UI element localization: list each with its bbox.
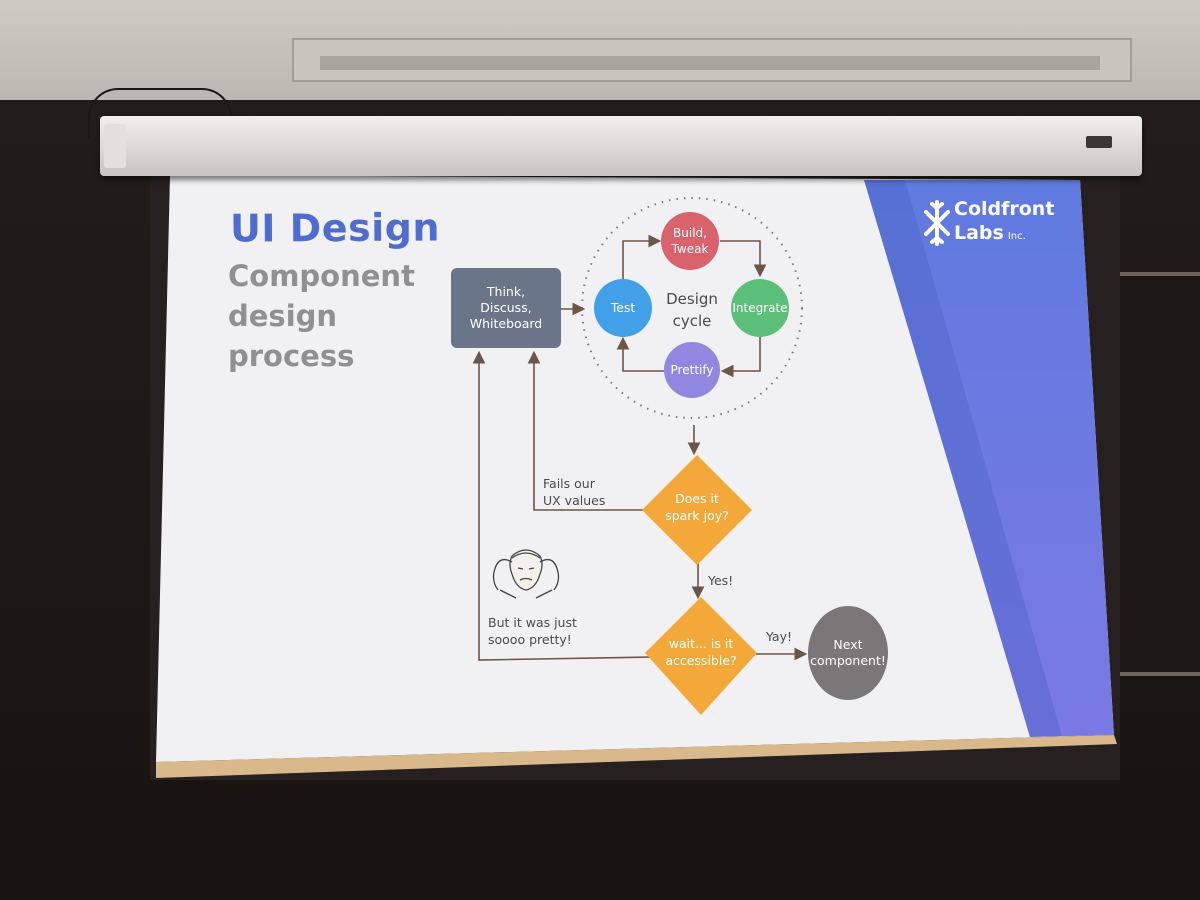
- frustrated-face-icon: [492, 549, 560, 599]
- decision2-diamond: [645, 597, 757, 715]
- blue-accent-panel: [864, 180, 1114, 737]
- logo-inc: Inc.: [1007, 231, 1026, 242]
- test-node: Test: [594, 279, 652, 337]
- arrow-fails-to-think: [527, 350, 652, 511]
- edge-label-fails: Fails our UX values: [543, 476, 606, 508]
- decision1-label: Does it spark joy?: [665, 491, 729, 523]
- edge-label-yes: Yes!: [708, 573, 734, 588]
- arrow-pretty-to-think: [472, 350, 656, 661]
- blue-accent-shade: [864, 180, 1062, 737]
- housing-latch: [1086, 136, 1112, 148]
- edge-label-yay: Yay!: [766, 629, 792, 644]
- build-tweak-node: Build, Tweak: [661, 212, 719, 270]
- think-discuss-box: Think, Discuss, Whiteboard: [451, 268, 561, 348]
- housing-end-cap: [104, 124, 126, 168]
- logo-labs: Labs: [954, 222, 1004, 244]
- next-component-node: Next component!: [808, 606, 888, 700]
- power-cable: [88, 88, 232, 138]
- integrate-node: Integrate: [731, 279, 789, 337]
- arrow-integrate-to-prettify: [720, 337, 761, 378]
- arrow-build-to-integrate: [720, 240, 767, 278]
- design-cycle-label: Design cycle: [666, 290, 718, 330]
- decision1-diamond: [642, 455, 752, 565]
- decision2-label: wait... is it accessible?: [665, 636, 737, 668]
- ceiling-vent-slot: [320, 56, 1100, 70]
- prettify-node: Prettify: [664, 342, 720, 398]
- snowflake-logo-icon: [924, 200, 950, 246]
- projector-screen-housing: [100, 116, 1142, 176]
- arrow-test-to-build: [622, 234, 662, 279]
- arrow-prettify-to-test: [616, 336, 664, 372]
- logo-name: Coldfront: [954, 198, 1055, 220]
- slide-title: UI Design: [229, 205, 441, 251]
- edge-label-pretty: But it was just soooo pretty!: [488, 615, 577, 647]
- slide-subtitle: Component design process: [228, 259, 415, 373]
